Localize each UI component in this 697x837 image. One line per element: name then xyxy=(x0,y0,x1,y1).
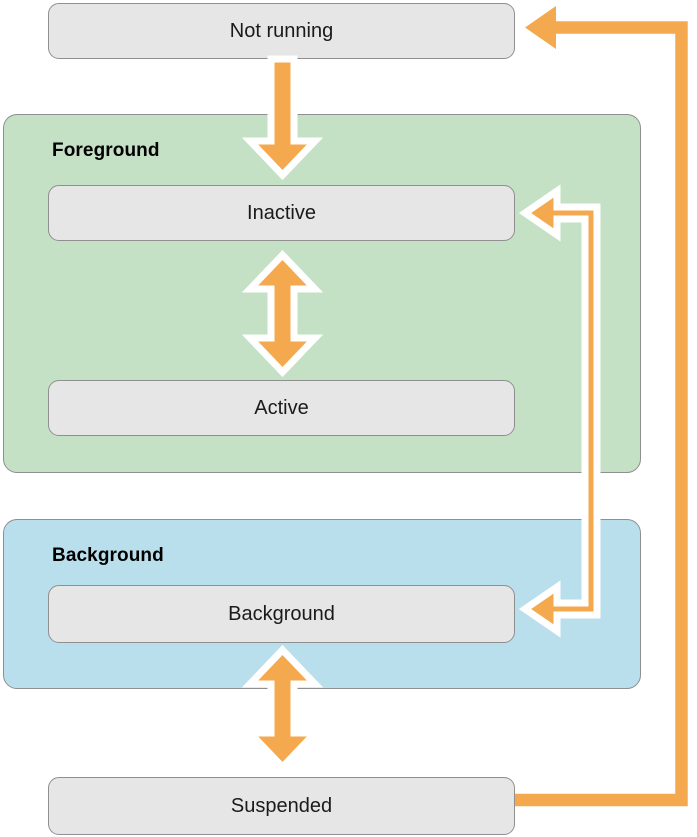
state-background-label: Background xyxy=(228,602,335,625)
state-active[interactable]: Active xyxy=(48,380,515,436)
state-background[interactable]: Background xyxy=(48,585,515,643)
group-foreground-label: Foreground xyxy=(52,140,160,161)
state-suspended-label: Suspended xyxy=(230,794,333,817)
state-not-running-label: Not running xyxy=(229,19,334,42)
state-inactive-label: Inactive xyxy=(247,201,316,224)
state-not-running[interactable]: Not running xyxy=(48,3,515,59)
state-inactive[interactable]: Inactive xyxy=(48,185,515,241)
group-background-label: Background xyxy=(52,545,164,566)
state-suspended[interactable]: Suspended xyxy=(48,777,515,835)
state-active-label: Active xyxy=(254,396,309,419)
